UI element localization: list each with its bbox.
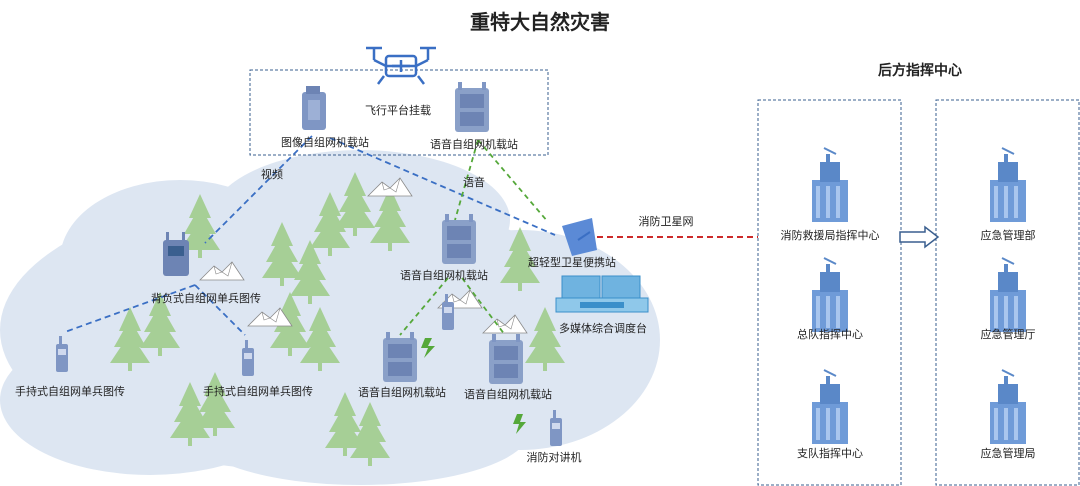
backpack-station-icon [163,232,189,276]
platform-label: 飞行平台挂载 [365,104,431,117]
voice-station-low1-icon [383,332,417,382]
fire-center-3-label: 支队指挥中心 [797,447,863,460]
emergency-dept-1-label: 应急管理部 [980,229,1036,242]
voice-station-low1-label: 语音自组网机载站 [358,386,446,399]
fire-command-box [757,99,902,486]
diagram-title: 重特大自然灾害 [470,10,610,34]
signal-bolt-icons [421,338,526,434]
drone-icon [366,46,436,85]
image-station-device-icon [302,86,326,130]
video-link-label: 视频 [261,168,283,181]
voice-station-center-label: 语音自组网机载站 [400,269,488,282]
handheld-mid-label: 手持式自组网单兵图传 [203,385,313,398]
voice-station-center-icon [442,214,476,264]
voice-link-label: 语音 [463,176,485,189]
fire-center-2-label: 总队指挥中心 [797,328,863,341]
voice-station-low2-icon [489,334,523,384]
dispatch-console-label: 多媒体综合调度台 [559,322,647,335]
emergency-dept-2-label: 应急管理厅 [980,328,1036,341]
emergency-command-box [935,99,1080,486]
command-heading: 后方指挥中心 [878,63,962,79]
backpack-label: 背负式自组网单兵图传 [151,292,261,305]
link-lines [64,135,758,336]
aerial-platform-box [249,69,549,156]
satellite-net-label: 消防卫星网 [638,215,694,228]
emergency-dept-3-label: 应急管理局 [980,447,1036,460]
building-icons [811,147,1027,445]
voice-station-label: 语音自组网机载站 [430,138,518,151]
voice-station-low2-label: 语音自组网机载站 [464,388,552,401]
walkie-talkie-label: 消防对讲机 [526,451,582,464]
satellite-dish-icon [562,218,597,256]
flow-arrow-icon [899,225,940,249]
handheld-left-label: 手持式自组网单兵图传 [15,385,125,398]
fire-center-1-label: 消防救援局指挥中心 [780,229,880,242]
dispatch-console-icon [555,275,649,313]
image-station-label: 图像自组网机载站 [281,136,369,149]
voice-station-device-icon [455,82,489,132]
satellite-station-label: 超轻型卫星便携站 [528,256,616,269]
